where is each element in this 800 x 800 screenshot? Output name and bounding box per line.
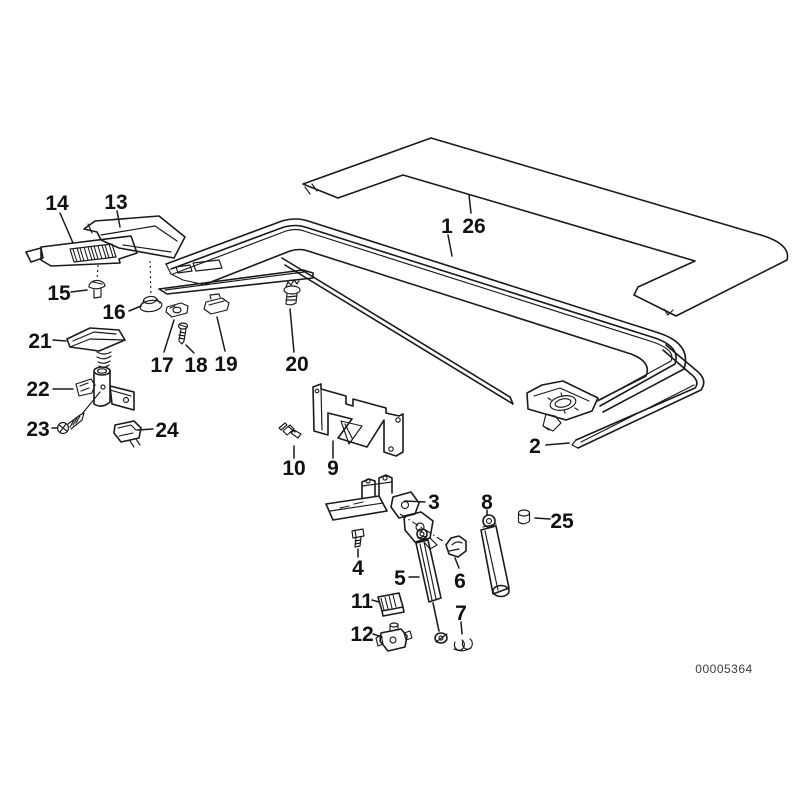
part-16-grommet — [139, 295, 163, 313]
part-13-cover — [83, 215, 186, 259]
callout-2: 2 — [529, 435, 541, 458]
part-18-screw — [177, 322, 189, 345]
callout-5: 5 — [394, 567, 406, 590]
part-24-clip — [113, 420, 142, 448]
part-10-plug — [278, 422, 302, 439]
callout-24: 24 — [155, 419, 179, 442]
part-3-hinge-assembly — [325, 474, 438, 550]
part-9-bracket-plate — [312, 383, 404, 457]
callout-14: 14 — [45, 192, 69, 215]
callout-6: 6 — [454, 570, 466, 593]
part-26-panel — [302, 137, 789, 317]
image-number: 00005364 — [695, 662, 752, 676]
callout-19: 19 — [214, 353, 237, 376]
callout-25: 25 — [550, 510, 574, 533]
callout-20: 20 — [285, 353, 308, 376]
part-21-latch — [66, 327, 126, 368]
frame-end-strip — [158, 269, 314, 295]
part-4-screw — [351, 528, 365, 548]
callout-8: 8 — [481, 491, 493, 514]
frame-latch-block — [526, 380, 599, 432]
callout-9: 9 — [327, 457, 339, 480]
part-17-clip — [165, 302, 189, 318]
part-14-cover-plate — [25, 235, 138, 267]
part-22-pivot-bracket — [75, 366, 135, 411]
part-19-clip — [203, 293, 230, 315]
part-2-seal-strip — [571, 344, 705, 449]
part-8-gas-cylinder — [480, 514, 510, 598]
callout-10: 10 — [282, 457, 305, 480]
callout-17: 17 — [150, 354, 173, 377]
part-20-rivet — [283, 279, 301, 306]
part-6-buffer — [445, 535, 467, 558]
part-7-clip — [453, 638, 473, 652]
callout-26: 26 — [462, 215, 485, 238]
callout-21: 21 — [28, 330, 52, 353]
part-25-bushing — [517, 509, 531, 525]
leader-lines — [51, 194, 570, 638]
part-11-pad — [377, 592, 405, 617]
callouts: 14 13 15 16 17 18 19 20 21 22 23 24 1 26… — [26, 191, 574, 646]
callout-15: 15 — [47, 282, 71, 305]
callout-3: 3 — [428, 491, 440, 514]
callout-13: 13 — [104, 191, 127, 214]
callout-16: 16 — [102, 301, 125, 324]
callout-4: 4 — [352, 557, 364, 580]
callout-23: 23 — [26, 418, 49, 441]
callout-1: 1 — [441, 215, 453, 238]
part-15-rivet — [88, 279, 106, 299]
callout-7: 7 — [455, 602, 467, 625]
callout-18: 18 — [184, 354, 208, 377]
callout-12: 12 — [350, 623, 373, 646]
part-1-frame — [158, 218, 687, 432]
callout-11: 11 — [351, 590, 374, 613]
part-12-valve — [375, 622, 413, 652]
callout-22: 22 — [26, 378, 49, 401]
part-5-gas-strut — [415, 528, 448, 644]
